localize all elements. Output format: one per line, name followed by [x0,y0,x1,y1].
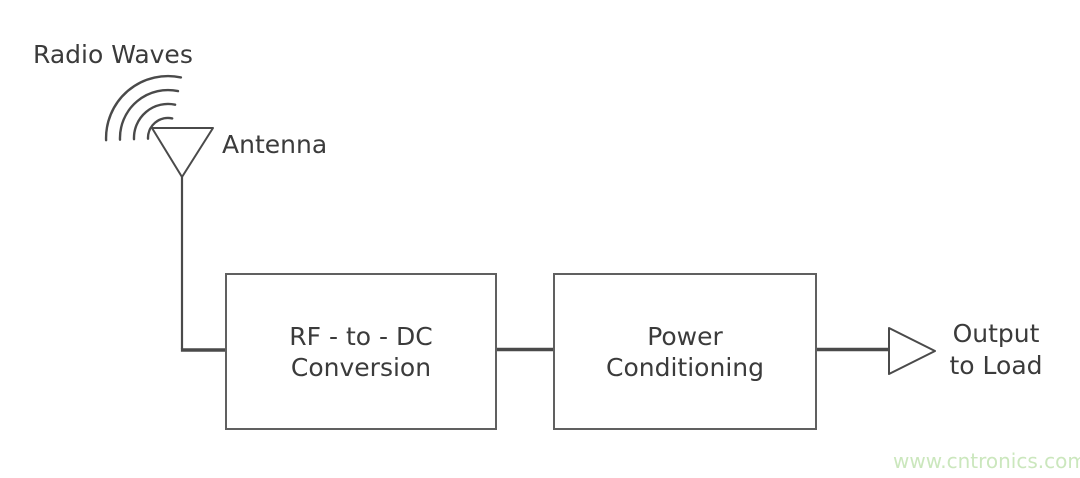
antenna-label: Antenna [222,130,328,159]
block-power-conditioning: Power Conditioning [553,273,817,430]
output-arrow-icon [888,327,936,375]
output-label-line2: to Load [949,351,1043,380]
antenna-icon [151,127,214,178]
block-pc-line2: Conditioning [606,352,764,382]
output-label-line1: Output [952,319,1040,348]
block-rf-line1: RF - to - DC [289,321,433,351]
output-to-load-label: Output to Load [930,318,1062,382]
radio-waves-label: Radio Waves [33,40,193,69]
block-rf-to-dc-conversion: RF - to - DC Conversion [225,273,497,430]
radio-waves-icon [104,74,183,142]
watermark-text: www.cntronics.com [893,449,1080,473]
block-pc-line1: Power [647,321,723,351]
block-rf-line2: Conversion [290,352,432,382]
